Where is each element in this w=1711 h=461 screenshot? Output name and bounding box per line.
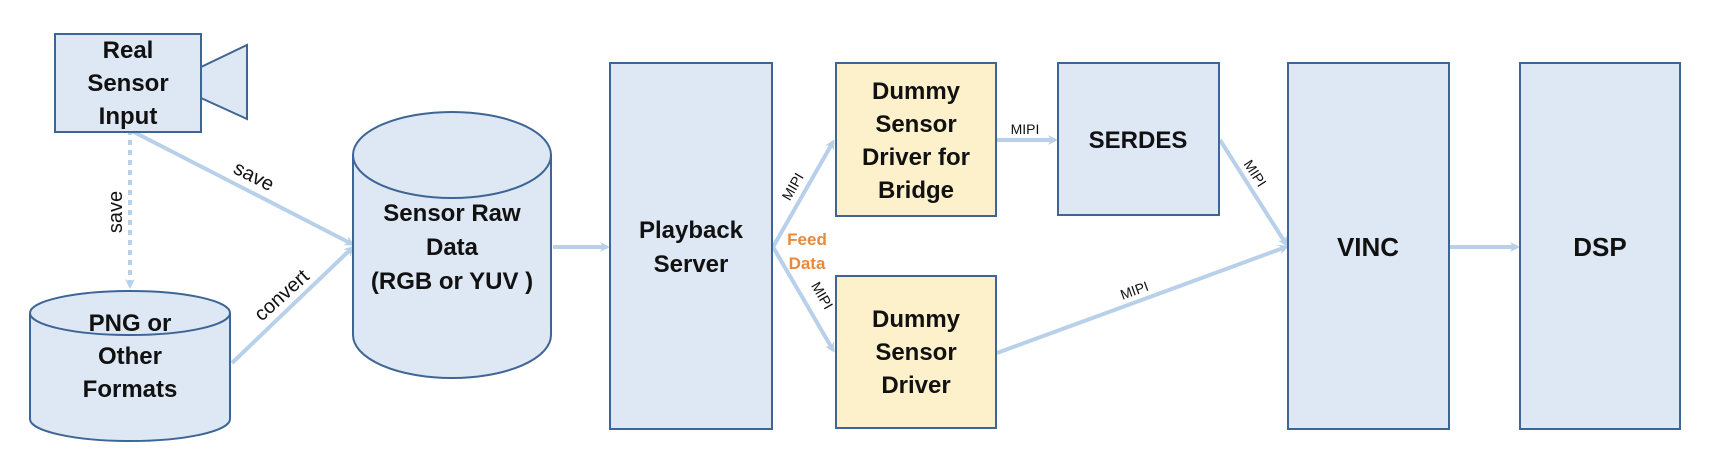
bridge-label-line1: Dummy xyxy=(872,78,961,105)
raw-cylinder-top xyxy=(352,111,552,199)
serdes-to-vinc-arrow xyxy=(1218,138,1288,247)
convert-arrow xyxy=(230,245,355,365)
png-label-line2: Other xyxy=(98,343,162,370)
mipi-bridge-serdes-label: MIPI xyxy=(1011,121,1040,137)
raw-label-line3: (RGB or YUV ) xyxy=(371,268,533,295)
bridge-label-line2: Sensor xyxy=(875,111,956,138)
playback-to-driver-arrow xyxy=(771,245,835,353)
png-label-line3: Formats xyxy=(83,376,178,403)
save-dotted-label: save xyxy=(105,191,127,233)
save-arrow xyxy=(129,128,355,246)
png-cylinder-top xyxy=(29,290,231,336)
feed-data-label-line1: Feed xyxy=(787,230,827,249)
driver-to-vinc-arrow xyxy=(996,244,1289,355)
playback-label-line2: Server xyxy=(654,251,729,278)
png-label-line1: PNG or xyxy=(89,310,172,337)
serdes-node: SERDES xyxy=(1057,62,1220,216)
playback-to-bridge-arrow xyxy=(771,139,835,248)
vinc-node: VINC xyxy=(1287,62,1450,430)
camera-body-icon xyxy=(54,33,202,133)
dsp-node: DSP xyxy=(1519,62,1681,430)
raw-label-line2: Data xyxy=(426,234,479,261)
sensor-raw-data-node: Sensor Raw Data (RGB or YUV ) xyxy=(352,111,552,379)
bridge-label-line3: Driver for xyxy=(862,144,970,171)
real-sensor-label-line1: Real xyxy=(103,37,154,64)
playback-server-node: Playback Server xyxy=(609,62,773,430)
vinc-label: VINC xyxy=(1337,232,1399,262)
camera-lens-icon xyxy=(200,43,248,121)
dummy-driver-node: Dummy Sensor Driver xyxy=(835,275,997,429)
dsp-label: DSP xyxy=(1573,232,1626,262)
feed-data-label-line2: Data xyxy=(789,254,826,273)
mipi-playback-driver-label: MIPI xyxy=(808,279,836,312)
driver-label-line3: Driver xyxy=(881,372,950,399)
serdes-label: SERDES xyxy=(1089,127,1188,154)
driver-label-line2: Sensor xyxy=(875,339,956,366)
driver-label-line1: Dummy xyxy=(872,306,961,333)
playback-label-line1: Playback xyxy=(639,217,744,244)
raw-cylinder-body xyxy=(352,155,552,379)
real-sensor-input-node: Real Sensor Input xyxy=(54,33,248,133)
png-cylinder-body xyxy=(29,313,231,442)
mipi-serdes-vinc-label: MIPI xyxy=(1241,157,1270,190)
real-sensor-label-line3: Input xyxy=(99,103,158,130)
png-formats-node: PNG or Other Formats xyxy=(29,290,231,442)
real-sensor-label-line2: Sensor xyxy=(87,70,168,97)
save-label: save xyxy=(230,157,278,196)
dummy-bridge-node: Dummy Sensor Driver for Bridge xyxy=(835,62,997,217)
raw-label-line1: Sensor Raw xyxy=(383,200,521,227)
bridge-label-line4: Bridge xyxy=(878,177,954,204)
